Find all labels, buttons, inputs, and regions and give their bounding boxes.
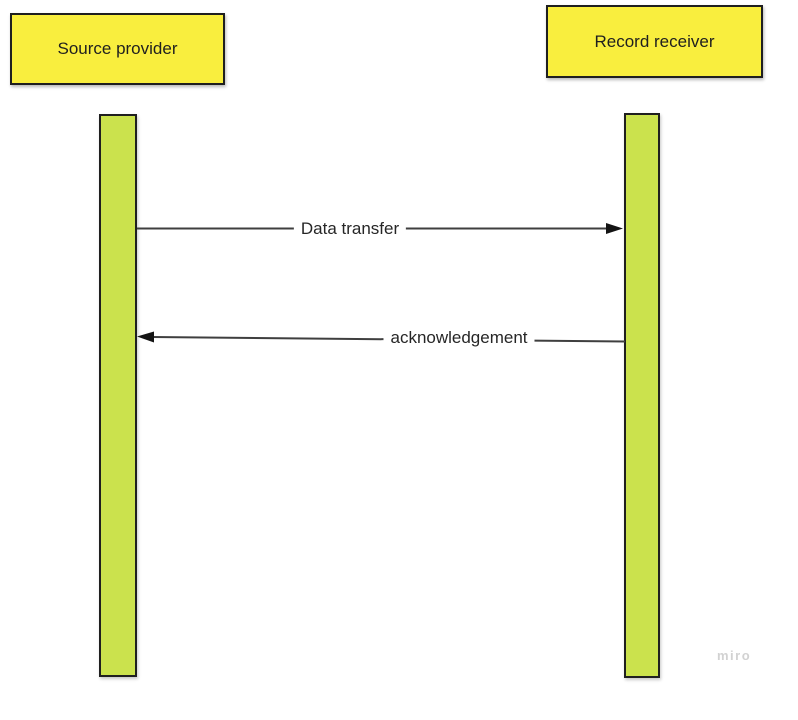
actor-box-record-receiver[interactable]: Record receiver (546, 5, 763, 78)
miro-watermark: miro (717, 648, 752, 663)
message-label-acknowledgement[interactable]: acknowledgement (383, 327, 535, 349)
message-arrow-acknowledgement[interactable] (137, 331, 626, 343)
actor-label-record-receiver: Record receiver (594, 31, 715, 51)
lifeline-bar-source-provider[interactable] (99, 114, 137, 677)
arrowhead-right-icon (606, 223, 623, 234)
actor-box-source-provider[interactable]: Source provider (10, 13, 225, 85)
lifeline-bar-record-receiver[interactable] (624, 113, 660, 678)
actor-label-source-provider: Source provider (57, 39, 178, 58)
message-label-data-transfer[interactable]: Data transfer (293, 218, 407, 240)
arrowhead-left-icon (137, 331, 154, 343)
